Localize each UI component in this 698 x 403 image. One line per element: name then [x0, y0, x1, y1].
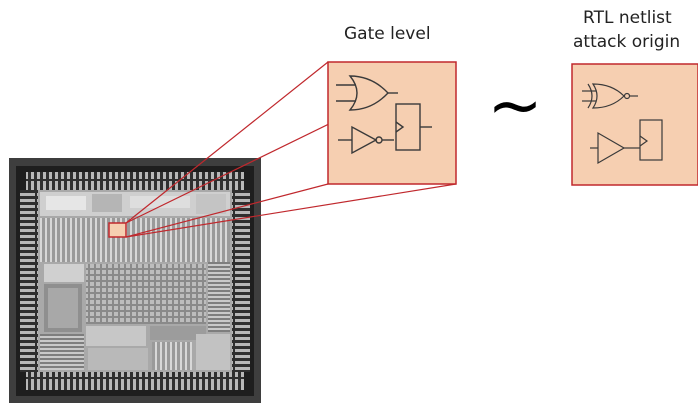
buffer-gate-icon [590, 131, 640, 165]
buffer-gate-icon [338, 125, 394, 155]
gate-level-panel [327, 61, 457, 185]
or-gate-icon [336, 75, 398, 111]
flip-flop-icon [639, 119, 663, 161]
highlighted-region [108, 222, 127, 238]
attack-origin-label: attack origin [573, 32, 681, 52]
gate-level-label: Gate level [344, 24, 431, 44]
rtl-panel [571, 63, 698, 186]
xor-gate-icon [582, 83, 638, 109]
chip-die-image [9, 158, 261, 403]
rtl-netlist-label: RTL netlist [583, 8, 672, 28]
equivalence-symbol: ~ [487, 67, 542, 144]
flip-flop-icon [395, 103, 432, 151]
